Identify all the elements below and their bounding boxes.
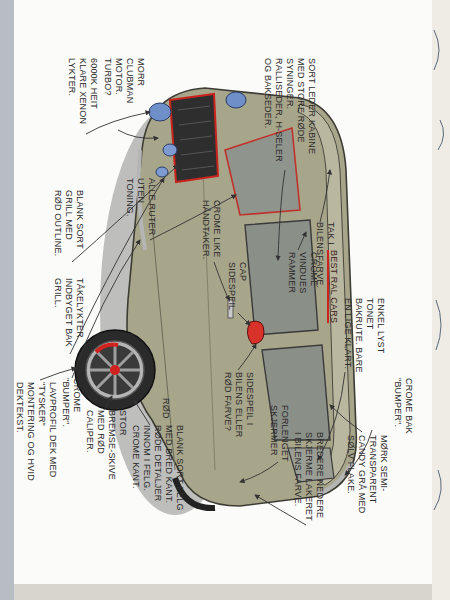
fog-light	[156, 167, 168, 177]
grill	[170, 94, 218, 182]
brake-caliper	[96, 345, 118, 352]
annotation-text: FORLENGET SKJERMER	[268, 405, 290, 462]
grill-bars	[178, 106, 214, 170]
other-sheet	[430, 0, 450, 600]
side-window	[245, 220, 318, 335]
annotation-text: 6000K HEIT KLARE XENON LYKTER.	[66, 58, 99, 134]
annotation-text: BREDERE NEDERE SKJERME LAKERET I BILENS …	[292, 432, 325, 526]
annotation-text: RØD	[160, 398, 171, 422]
annotation-text: CROME "BUMPER".	[60, 378, 82, 438]
fog-light	[163, 144, 177, 156]
annotation-text: ENKEL LYST TONET BAKRUTE. BARE EN LIGE K…	[342, 298, 386, 378]
headlight	[149, 103, 171, 121]
annotation-text: CAP SIDESPEIL	[226, 262, 248, 314]
annotation-text: MØRK SEMI-TRANSPARENT CANDY GRÅ MED SØLV…	[345, 435, 389, 532]
leader-lines	[40, 112, 372, 525]
rim-spokes	[90, 345, 140, 395]
annotation-text: CROME LIKE HÅNDTAKER.	[200, 200, 222, 262]
annotation-text: SIDESPEIL I BILENS ELLER RØD FARVE?	[222, 372, 255, 446]
annotation-text: CROME VINDUES RAMMER	[286, 252, 319, 309]
annotation-text: ALLE RUTER UTEN TONING.	[124, 178, 157, 240]
annotation-text: BLANK SORT GRILL MED RØD OUTLINE.	[52, 190, 85, 262]
annotation-text: BEST RAL CARS	[328, 250, 339, 328]
annotation-text: MORR CLUBMAN MOTOR. TURBO?	[102, 58, 146, 128]
annotation-text: LAVPROFIL DEK MED "TYSKER" MONTERING OG …	[14, 382, 58, 482]
paper-bottom	[14, 584, 432, 600]
rim	[86, 341, 144, 399]
headlight	[226, 92, 246, 108]
annotation-text: SORT LEDER KABINE MED STORE RØDE SYNINGE…	[262, 58, 317, 170]
windshield	[225, 128, 300, 215]
rim-inner	[90, 345, 140, 395]
annotation-text: CROME BAK "BUMPER".	[392, 378, 414, 434]
sheet-edge	[0, 0, 16, 600]
annotation-text: STOR BREMSE-SKIVE MED RØD CALIPER.	[84, 410, 128, 480]
tire	[75, 330, 155, 410]
hub	[110, 365, 120, 375]
paper-sheet	[14, 0, 432, 584]
other-sketch	[434, 30, 444, 510]
annotation-text: BLANK SORT FELG MED BRED KANT. RØDE DETA…	[130, 425, 185, 527]
annotation-text: TÅKELYKTER INDBYGET BAK GRILL.	[52, 278, 85, 354]
